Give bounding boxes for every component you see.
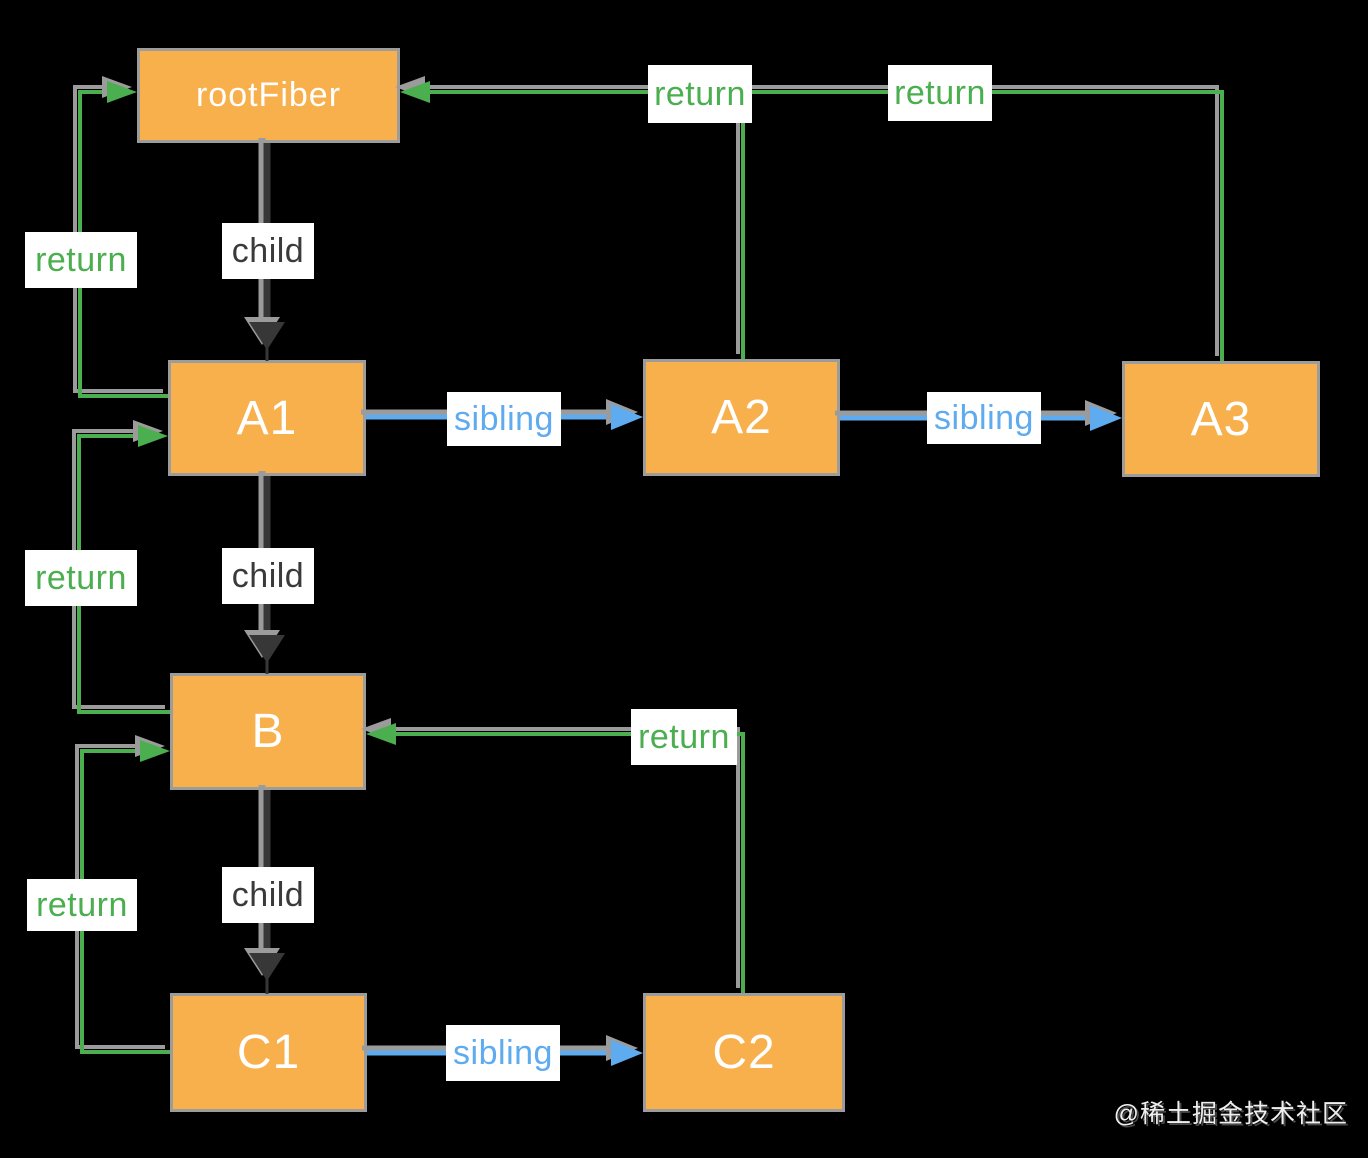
edge-return-A2-rootFiber bbox=[736, 87, 745, 359]
edge-label-child-b-c1: child bbox=[222, 867, 314, 923]
edge-label-return-c1-b: return bbox=[27, 879, 137, 931]
edge-label-sibling-c1-c2: sibling bbox=[446, 1025, 560, 1081]
node-C1: C1 bbox=[170, 993, 367, 1112]
node-label: A3 bbox=[1190, 392, 1252, 446]
node-A1: A1 bbox=[168, 360, 366, 476]
edge-label-sibling-a1-a2: sibling bbox=[447, 392, 561, 446]
edge-label-sibling-a2-a3: sibling bbox=[927, 392, 1041, 444]
node-label: C1 bbox=[236, 1026, 301, 1079]
node-A3: A3 bbox=[1122, 361, 1320, 477]
node-A2: A2 bbox=[643, 359, 840, 476]
node-B: B bbox=[170, 673, 366, 790]
node-label: A1 bbox=[236, 391, 298, 445]
node-C2: C2 bbox=[643, 993, 845, 1112]
node-label: C2 bbox=[712, 1026, 776, 1079]
edge-label-child-root-a1: child bbox=[222, 223, 314, 279]
node-label: B bbox=[251, 705, 285, 758]
node-label: rootFiber bbox=[195, 76, 342, 114]
edge-label-return-a1-root: return bbox=[25, 232, 137, 288]
edge-label-return-b-a1: return bbox=[25, 550, 137, 606]
edge-return-A3-rootFiber bbox=[395, 76, 1224, 361]
node-rootFiber: rootFiber bbox=[137, 48, 400, 143]
edge-label-return-a2-root: return bbox=[648, 65, 752, 123]
edge-label-child-a1-b: child bbox=[222, 548, 314, 604]
node-label: A2 bbox=[711, 391, 772, 444]
edge-label-return-a3-root: return bbox=[888, 65, 992, 121]
watermark: @稀土掘金技术社区 bbox=[1113, 1100, 1348, 1128]
edge-label-return-c2-b: return bbox=[631, 709, 737, 765]
